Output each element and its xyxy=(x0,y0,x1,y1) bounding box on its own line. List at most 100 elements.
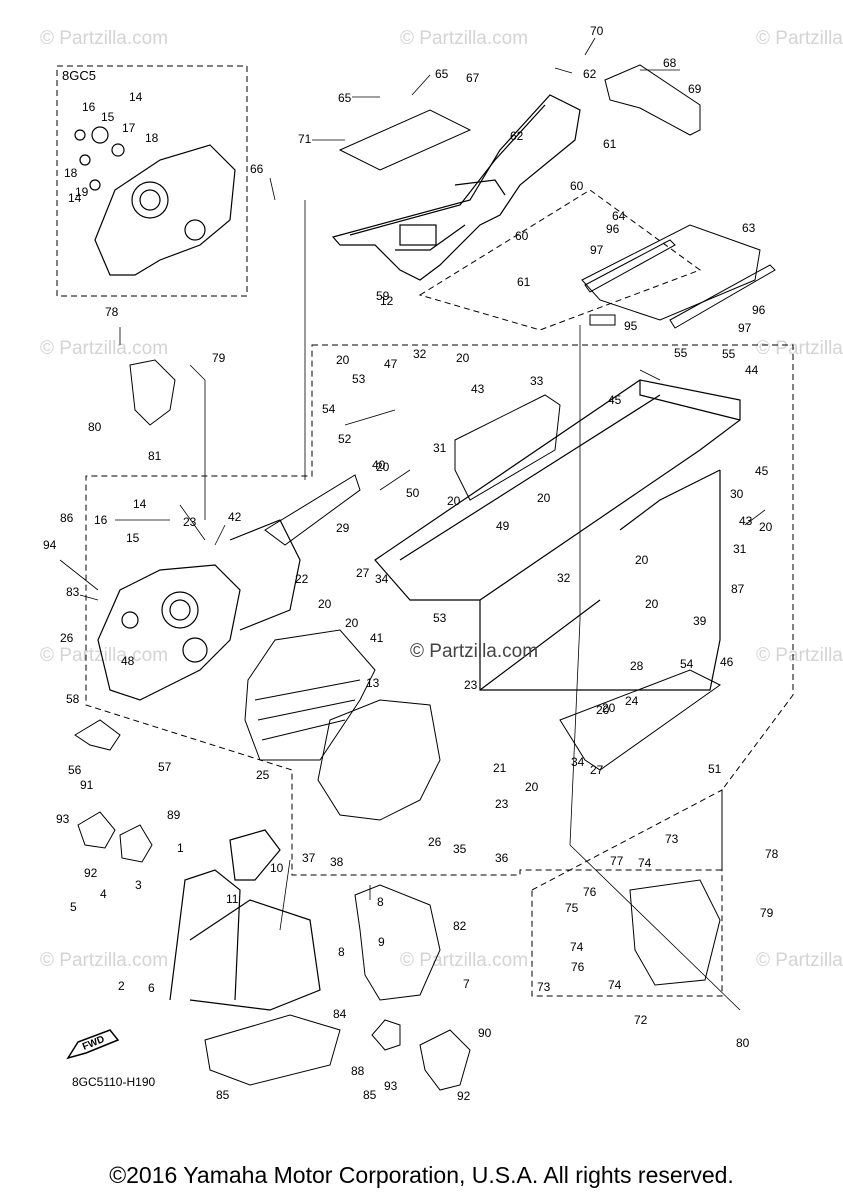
part-89 xyxy=(119,824,153,863)
part-callout: 67 xyxy=(466,71,480,85)
part-callout: 23 xyxy=(464,678,478,692)
part-callout: 9 xyxy=(378,935,385,949)
part-callout: 26 xyxy=(60,631,74,645)
part-callout: 91 xyxy=(80,778,94,792)
inset-frame xyxy=(56,65,248,297)
part-callout: 15 xyxy=(101,110,115,124)
part-callout: 38 xyxy=(330,855,344,869)
part-callout: 27 xyxy=(356,566,370,580)
part-callout: 60 xyxy=(570,179,584,193)
part-callout: 85 xyxy=(363,1088,377,1102)
part-callout: 26 xyxy=(428,835,442,849)
part-callout: 96 xyxy=(606,222,620,236)
part-callout: 97 xyxy=(590,243,604,257)
diagram-code: 8GC5110-H190 xyxy=(72,1075,156,1089)
part-callout: 20 xyxy=(318,597,332,611)
watermark: © Partzilla.com xyxy=(40,28,169,49)
part-callout: 6 xyxy=(148,981,155,995)
part-callout: 39 xyxy=(693,614,707,628)
cover-90 xyxy=(419,1029,471,1091)
part-callout: 17 xyxy=(122,121,136,135)
part-callout: 20 xyxy=(759,520,773,534)
watermark: © Partzilla.com xyxy=(400,950,529,971)
part-callout: 65 xyxy=(435,67,449,81)
part-callout: 62 xyxy=(510,129,524,143)
part-callout: 76 xyxy=(583,885,597,899)
skid-plate-51 xyxy=(559,669,721,771)
part-callout: 20 xyxy=(602,701,616,715)
part-callout: 75 xyxy=(565,901,579,915)
part-callout: 20 xyxy=(336,353,350,367)
part-callout: 74 xyxy=(638,856,652,870)
part-callout: 52 xyxy=(338,432,352,446)
part-callout: 2 xyxy=(118,979,125,993)
part-callout: 71 xyxy=(298,132,312,146)
part-callout: 23 xyxy=(495,797,509,811)
part-callout: 94 xyxy=(43,538,57,552)
part-callout: 51 xyxy=(708,762,722,776)
rear-frame-59 xyxy=(331,94,581,281)
part-callout: 82 xyxy=(453,919,467,933)
part-callout: 43 xyxy=(471,382,485,396)
part-callout: 55 xyxy=(722,347,736,361)
part-callout: 80 xyxy=(736,1036,750,1050)
plate-63 xyxy=(581,224,761,321)
part-callout: 61 xyxy=(517,275,531,289)
part-callout: 20 xyxy=(645,597,659,611)
part-callout: 48 xyxy=(121,654,135,668)
part-callout: 20 xyxy=(596,703,610,717)
part-callout: 86 xyxy=(60,511,74,525)
part-callout: 31 xyxy=(433,441,447,455)
watermark: © Partzilla.com xyxy=(756,28,843,49)
part-callout: 25 xyxy=(256,768,270,782)
rail-52 xyxy=(264,474,361,546)
part-callout: 61 xyxy=(603,137,617,151)
part-callout: 56 xyxy=(68,763,82,777)
watermark: © Partzilla.com xyxy=(400,28,529,49)
part-callout: 20 xyxy=(447,494,461,508)
watermark: © Partzilla.com xyxy=(756,338,843,359)
part-callout: 78 xyxy=(765,847,779,861)
part-callout: 1 xyxy=(177,841,184,855)
tunnel-30 xyxy=(374,379,741,691)
part-callout: 32 xyxy=(557,571,571,585)
part-callout: 14 xyxy=(129,90,143,104)
part-callout: 93 xyxy=(384,1079,398,1093)
leader-lines xyxy=(59,37,766,1011)
housing-7 xyxy=(354,884,441,1001)
part-callout: 23 xyxy=(183,515,197,529)
part-callout: 53 xyxy=(433,611,447,625)
part-callout: 14 xyxy=(68,191,82,205)
part-callout: 19 xyxy=(75,185,89,199)
part-callout: 64 xyxy=(612,209,626,223)
part-callout: 18 xyxy=(145,131,159,145)
part-callout: 78 xyxy=(105,305,119,319)
part-callout: 93 xyxy=(56,812,70,826)
part-callout: 84 xyxy=(333,1007,347,1021)
watermark: © Partzilla.com xyxy=(756,645,843,666)
main-frame xyxy=(85,344,794,876)
part-callout: 20 xyxy=(635,553,649,567)
part-callout: 16 xyxy=(94,513,108,527)
part-callout: 70 xyxy=(590,24,604,38)
part-callout: 50 xyxy=(406,486,420,500)
radiator-25 xyxy=(244,629,376,761)
rail-96b xyxy=(669,264,776,329)
part-callout: 4 xyxy=(100,887,107,901)
part-callout: 27 xyxy=(590,763,604,777)
part-91 xyxy=(77,811,116,849)
part-callout: 42 xyxy=(228,510,242,524)
part-callout: 20 xyxy=(537,491,551,505)
part-callout: 44 xyxy=(745,363,759,377)
part-callout: 81 xyxy=(148,449,162,463)
watermark: © Partzilla.com xyxy=(756,950,843,971)
part-callout: 7 xyxy=(463,977,470,991)
part-callout: 20 xyxy=(376,460,390,474)
battery-box-frame xyxy=(531,789,723,997)
part-callout: 41 xyxy=(370,631,384,645)
part-callout: 54 xyxy=(680,657,694,671)
part-callout: 74 xyxy=(608,978,622,992)
watermark: © Partzilla.com xyxy=(40,645,169,666)
front-suspension-1 xyxy=(169,829,321,1011)
